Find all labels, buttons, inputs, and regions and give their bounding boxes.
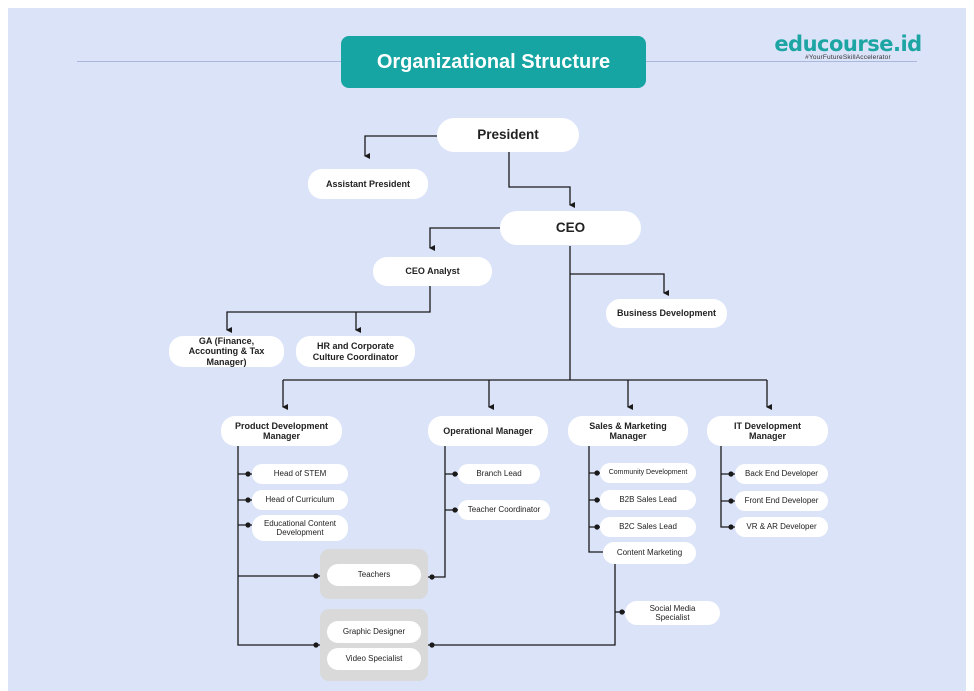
bullet-dot <box>313 642 319 648</box>
node-president: President <box>437 118 579 152</box>
bullet-dot <box>313 573 319 579</box>
bullet-dot <box>728 498 734 504</box>
design-group <box>320 609 428 681</box>
page-title: Organizational Structure <box>341 36 646 88</box>
bullet-dot <box>245 497 251 503</box>
node-head-of-curriculum: Head of Curriculum <box>252 490 348 510</box>
node-business-development: Business Development <box>606 299 727 328</box>
node-ceo: CEO <box>500 211 641 245</box>
node-assistant-president: Assistant President <box>308 169 428 199</box>
bullet-dot <box>245 522 251 528</box>
bullet-dot <box>245 471 251 477</box>
node-video-specialist: Video Specialist <box>327 648 421 670</box>
connector-ceo-analyst <box>429 227 500 251</box>
node-educational-content-development: Educational Content Development <box>252 515 348 541</box>
node-social-media-specialist: Social Media Specialist <box>625 601 720 625</box>
connector-product-items <box>238 473 320 577</box>
node-b2c-sales-lead: B2C Sales Lead <box>600 517 696 537</box>
bullet-dot <box>594 497 600 503</box>
node-teacher-coordinator: Teacher Coordinator <box>458 500 550 520</box>
node-front-end-developer: Front End Developer <box>735 491 828 511</box>
node-back-end-developer: Back End Developer <box>735 464 828 484</box>
node-product-dev-manager: Product Development Manager <box>221 416 342 446</box>
node-b2b-sales-lead: B2B Sales Lead <box>600 490 696 510</box>
node-content-marketing: Content Marketing <box>603 542 696 564</box>
connector-it-items <box>721 473 735 502</box>
connector-president-ceo <box>508 152 575 208</box>
node-ga: GA (Finance, Accounting & Tax Manager) <box>169 336 284 367</box>
connector-it-trunk <box>720 446 735 528</box>
node-ceo-analyst: CEO Analyst <box>373 257 492 286</box>
node-teachers: Teachers <box>327 564 421 586</box>
node-vr-ar-developer: VR & AR Developer <box>735 517 828 537</box>
node-graphic-designer: Graphic Designer <box>327 621 421 643</box>
connector-ceo-bizdev <box>570 273 669 296</box>
node-sales-marketing-manager: Sales & Marketing Manager <box>568 416 688 446</box>
connector-sales-trunk <box>588 446 603 553</box>
node-community-development: Community Development <box>600 463 696 483</box>
connector-operational-trunk <box>428 446 446 578</box>
bullet-dot <box>594 524 600 530</box>
bullet-dot <box>594 470 600 476</box>
bullet-dot <box>728 524 734 530</box>
connector-product-trunk <box>237 446 320 646</box>
bullet-dot <box>429 642 435 648</box>
logo-wordmark: educourse.id <box>774 32 922 56</box>
bullet-dot <box>452 507 458 513</box>
connector-analyst-ga <box>226 286 431 333</box>
connector-operational-items <box>445 473 458 511</box>
bullet-dot <box>728 471 734 477</box>
bullet-dot <box>429 574 435 580</box>
logo-tagline: #YourFutureSkillAccelerator <box>805 54 891 61</box>
brand-logo: educourse.id #YourFutureSkillAccelerator <box>773 33 923 63</box>
node-hr: HR and Corporate Culture Coordinator <box>296 336 415 367</box>
node-branch-lead: Branch Lead <box>458 464 540 484</box>
node-head-of-stem: Head of STEM <box>252 464 348 484</box>
connector-president-assistant <box>364 135 437 159</box>
bullet-dot <box>452 471 458 477</box>
connector-content-to-design <box>428 564 616 646</box>
node-it-dev-manager: IT Development Manager <box>707 416 828 446</box>
bullet-dot <box>619 609 625 615</box>
node-operational-manager: Operational Manager <box>428 416 548 446</box>
